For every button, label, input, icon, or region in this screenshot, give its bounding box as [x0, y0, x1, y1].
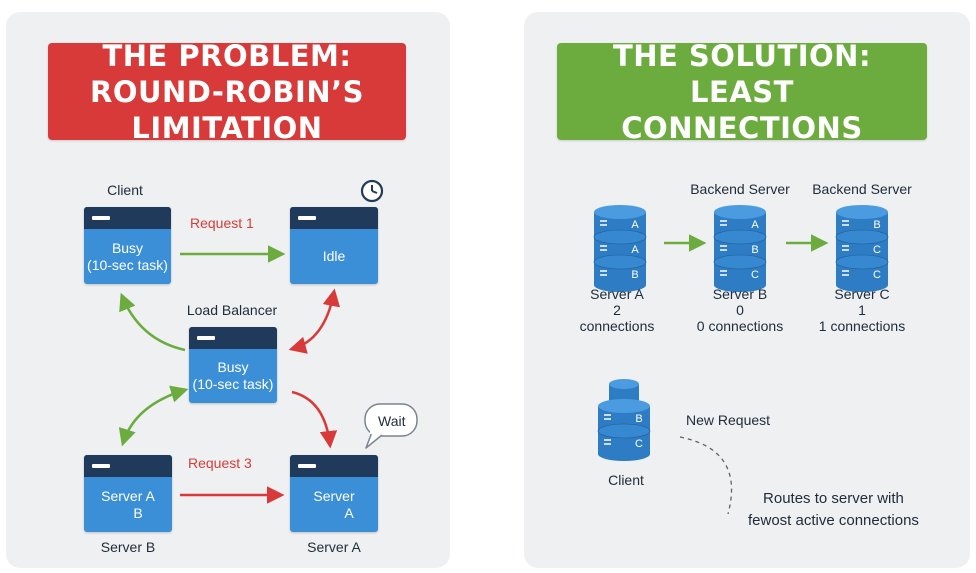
server-a-name: Server A: [590, 286, 644, 302]
backend-server-c-label: Backend Server: [812, 181, 912, 197]
server-b-box: Server A B: [84, 455, 172, 532]
window-titlebar: [84, 207, 171, 229]
client-box: Busy (10-sec task): [84, 207, 171, 284]
server-b-count: 0: [736, 302, 744, 318]
server-b-label: Server B: [100, 539, 156, 555]
server-b-connections: 0 connections: [696, 318, 784, 334]
load-balancer-box: Busy (10-sec task): [189, 327, 277, 403]
server-a-info: Server A 2 connections: [580, 286, 655, 334]
server-a-connections: connections: [579, 318, 655, 334]
idle-server-box: Idle: [290, 207, 378, 284]
client-label: Client: [107, 182, 143, 198]
server-b-box-line1: Server A: [101, 487, 155, 504]
server-a-box: Server A: [290, 455, 378, 532]
request3-label: Request 3: [188, 455, 252, 471]
routes-line1: Routes to server with: [763, 490, 904, 507]
server-b-name: Server B: [712, 286, 768, 302]
server-a-box-line1: Server: [313, 487, 355, 504]
server-c-count: 1: [858, 302, 866, 318]
server-c-connections: 1 connections: [818, 318, 906, 334]
server-a-box-line2: A: [344, 504, 354, 521]
backend-server-b-label: Backend Server: [690, 181, 790, 197]
problem-title: THE PROBLEM: ROUND-ROBIN’S LIMITATION: [90, 38, 364, 145]
window-titlebar: [189, 327, 277, 349]
new-request-label: New Request: [686, 412, 771, 428]
server-b-info: Server B 0 0 connections: [697, 286, 783, 334]
client-status: Busy: [111, 239, 144, 256]
server-c-name: Server C: [834, 286, 890, 302]
server-c-info: Server C 1 1 connections: [819, 286, 905, 334]
server-b-box-line2: B: [133, 504, 143, 521]
routes-note: Routes to server with fewost active conn…: [748, 488, 919, 532]
lb-task: (10-sec task): [192, 376, 274, 392]
client-task: (10-sec task): [87, 256, 168, 273]
routes-line2: fewost active connections: [748, 512, 919, 529]
window-titlebar: [290, 455, 378, 477]
window-titlebar: [84, 455, 172, 477]
solution-title-banner: THE SOLUTION: LEAST CONNECTIONS: [557, 39, 927, 145]
window-titlebar: [290, 207, 378, 229]
idle-status: Idle: [322, 248, 346, 264]
problem-title-banner: THE PROBLEM: ROUND-ROBIN’S LIMITATION: [48, 39, 406, 145]
wait-label: Wait: [378, 413, 406, 429]
request1-label: Request 1: [190, 215, 254, 231]
solution-title: THE SOLUTION: LEAST CONNECTIONS: [612, 38, 872, 145]
client-db-label: Client: [608, 472, 644, 488]
server-a-count: 2: [613, 302, 621, 318]
lb-status: Busy: [217, 359, 249, 375]
server-a-label: Server A: [307, 539, 361, 555]
load-balancer-label: Load Balancer: [186, 302, 278, 318]
